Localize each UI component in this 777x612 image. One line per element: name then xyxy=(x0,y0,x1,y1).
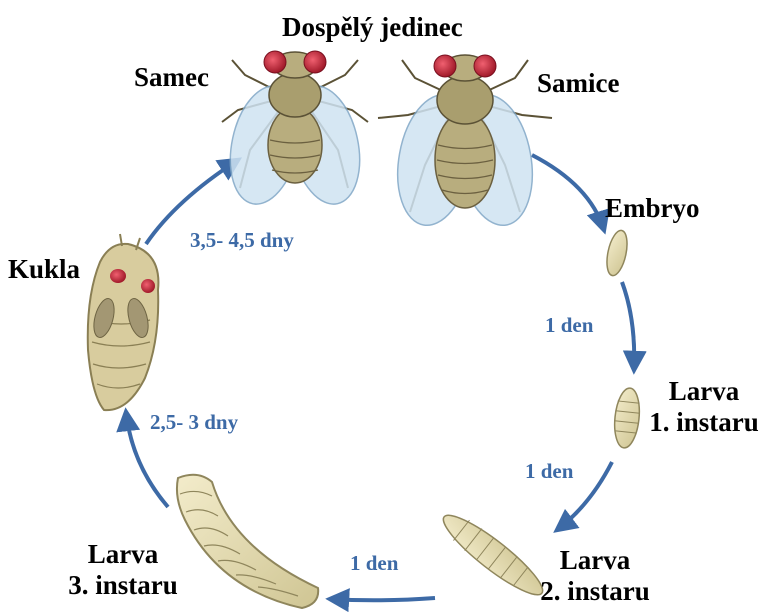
label-larva-3-line2: 3. instaru xyxy=(48,570,198,601)
arrow-embryo-to-larva1 xyxy=(622,282,634,370)
label-female: Samice xyxy=(537,68,619,99)
embryo-icon xyxy=(603,229,630,278)
label-larva-3: Larva 3. instaru xyxy=(48,539,198,601)
arrow-larva2-to-larva3 xyxy=(330,598,435,600)
female-fly-icon xyxy=(378,55,552,231)
male-fly-icon xyxy=(220,51,370,211)
label-larva-1: Larva 1. instaru xyxy=(636,376,772,438)
duration-larva2-to-larva3: 1 den xyxy=(350,551,398,576)
label-embryo: Embryo xyxy=(605,193,700,224)
label-larva-2-line1: Larva xyxy=(520,545,670,576)
label-larva-3-line1: Larva xyxy=(48,539,198,570)
label-pupa: Kukla xyxy=(8,254,80,285)
label-larva-1-line1: Larva xyxy=(636,376,772,407)
duration-pupa-to-adult: 3,5- 4,5 dny xyxy=(190,228,294,253)
duration-larva1-to-larva2: 1 den xyxy=(525,459,573,484)
label-larva-2-line2: 2. instaru xyxy=(520,576,670,607)
duration-embryo-to-larva1: 1 den xyxy=(545,313,593,338)
larva-3-icon xyxy=(177,475,318,608)
arrow-adult-to-embryo xyxy=(532,155,604,230)
label-male: Samec xyxy=(134,62,209,93)
pupa-icon xyxy=(88,234,159,410)
label-larva-2: Larva 2. instaru xyxy=(520,545,670,607)
duration-larva3-to-pupa: 2,5- 3 dny xyxy=(150,410,238,435)
diagram-title: Dospělý jedinec xyxy=(282,12,463,43)
label-larva-1-line2: 1. instaru xyxy=(636,407,772,438)
